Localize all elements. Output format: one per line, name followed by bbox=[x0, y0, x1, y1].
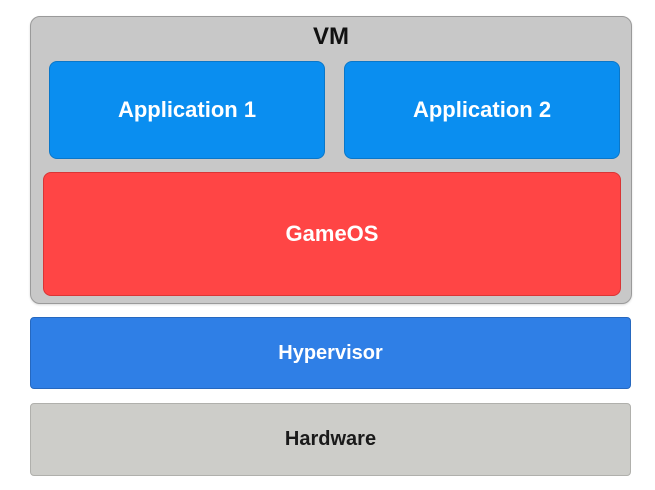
hardware-label: Hardware bbox=[284, 428, 377, 450]
guest-os-label: GameOS bbox=[285, 221, 379, 246]
application-2-label: Application 2 bbox=[412, 97, 552, 122]
application-2-block: Application 2 bbox=[344, 61, 620, 159]
vm-container: VM Application 1 Application 2 GameOS bbox=[30, 16, 632, 304]
hardware-layer: Hardware bbox=[30, 403, 631, 476]
vm-title: VM bbox=[313, 23, 349, 50]
application-1-block: Application 1 bbox=[49, 61, 325, 159]
hypervisor-layer: Hypervisor bbox=[30, 317, 631, 389]
application-1-label: Application 1 bbox=[117, 97, 257, 122]
guest-os-block: GameOS bbox=[43, 172, 621, 296]
hypervisor-label: Hypervisor bbox=[278, 341, 383, 364]
